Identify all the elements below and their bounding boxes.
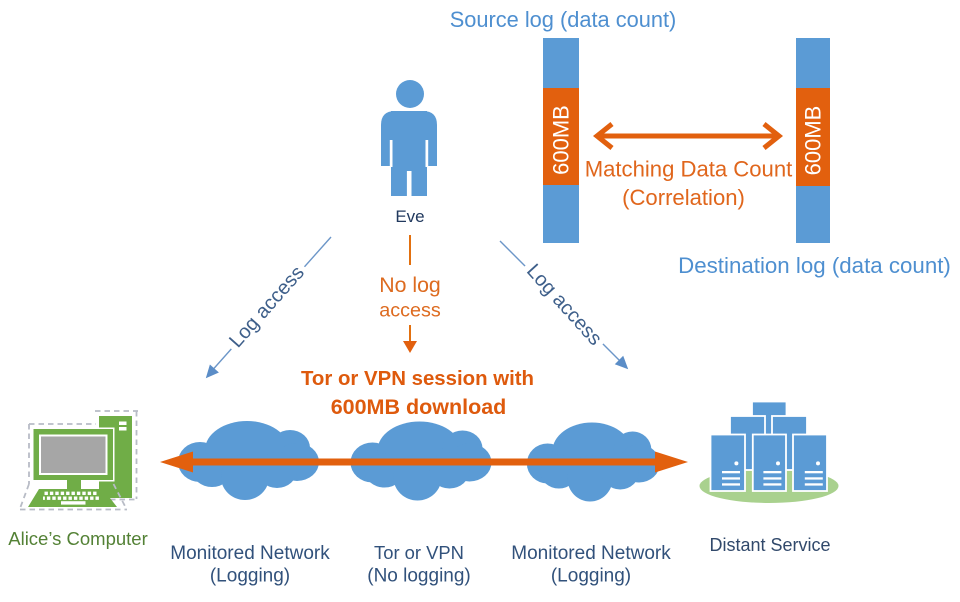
svg-text:Eve: Eve: [395, 207, 424, 226]
svg-text:(Logging): (Logging): [210, 566, 290, 587]
svg-text:Destination log (data count): Destination log (data count): [678, 253, 951, 278]
svg-text:600MB download: 600MB download: [331, 395, 507, 419]
svg-text:Distant Service: Distant Service: [709, 535, 830, 555]
svg-text:No log: No log: [379, 273, 441, 297]
svg-text:Tor or VPN: Tor or VPN: [374, 542, 464, 563]
svg-text:(Logging): (Logging): [551, 566, 631, 587]
svg-text:Monitored Network: Monitored Network: [511, 543, 671, 564]
svg-text:Alice’s Computer: Alice’s Computer: [8, 528, 148, 549]
svg-text:Monitored Network: Monitored Network: [170, 543, 330, 564]
svg-text:Matching Data Count: Matching Data Count: [585, 157, 793, 182]
svg-text:Tor or VPN session with: Tor or VPN session with: [301, 368, 534, 390]
svg-text:(No logging): (No logging): [367, 566, 471, 587]
svg-text:access: access: [379, 300, 441, 322]
svg-text:600MB: 600MB: [801, 106, 826, 176]
svg-text:(Correlation): (Correlation): [622, 185, 745, 210]
svg-text:Source log (data count): Source log (data count): [450, 7, 677, 32]
svg-text:600MB: 600MB: [549, 105, 574, 175]
